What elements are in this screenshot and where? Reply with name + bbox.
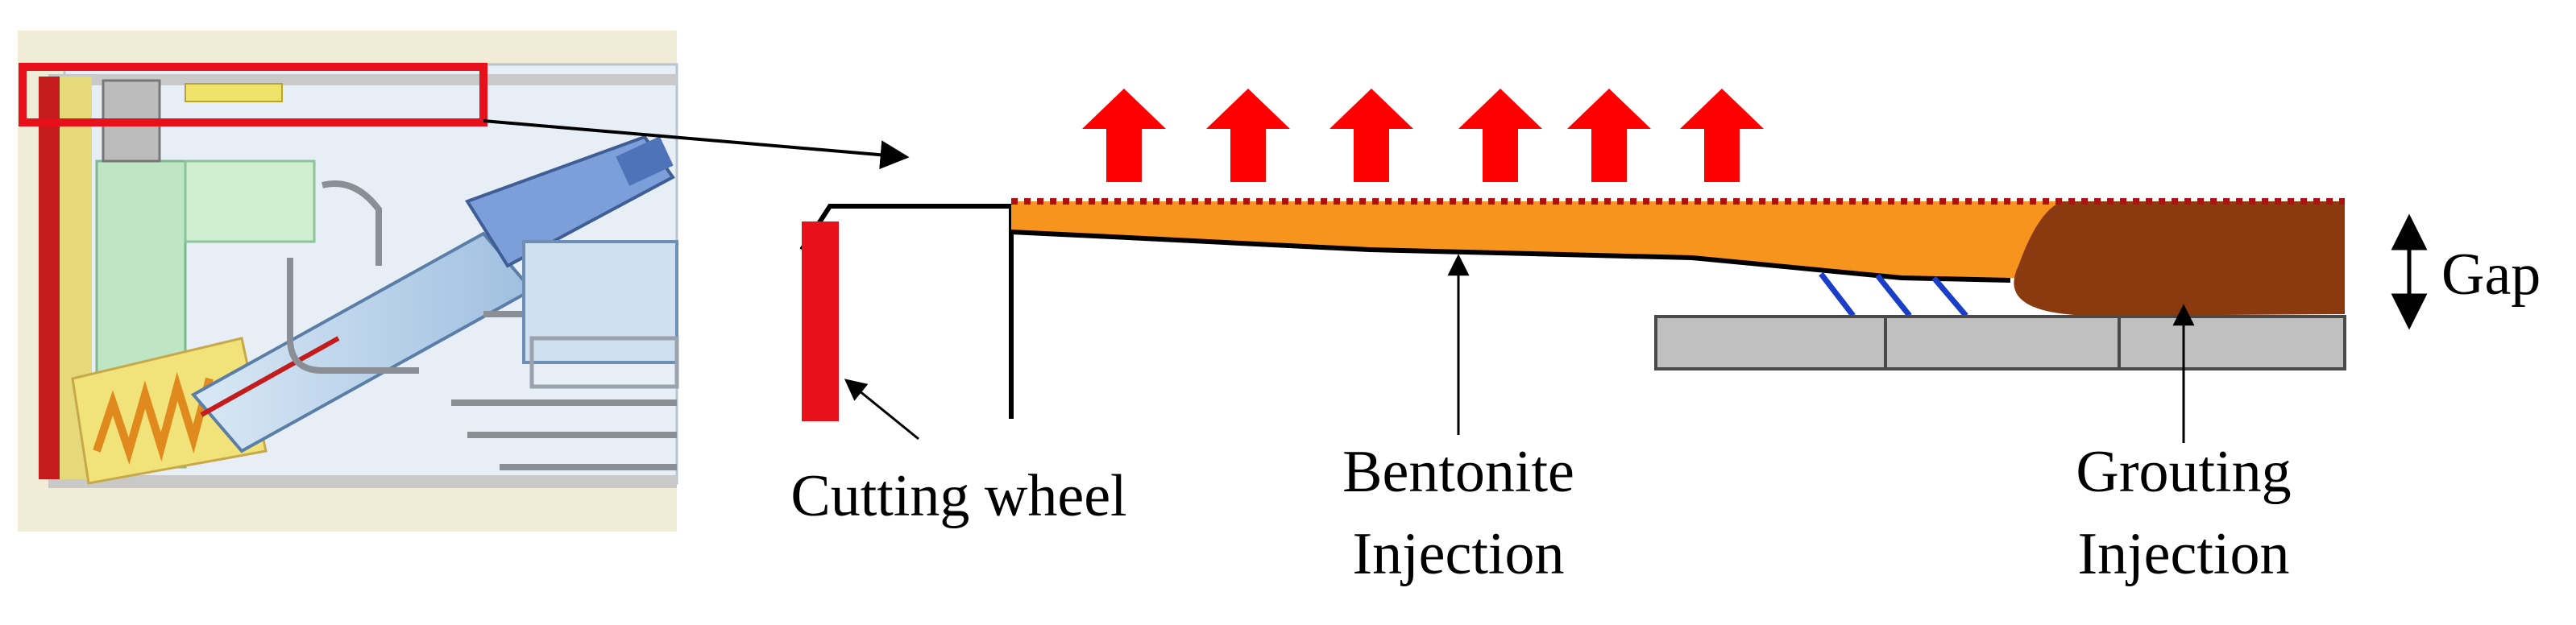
segment (1884, 315, 2121, 370)
cutting-wheel (802, 221, 839, 421)
zoom-pointer-arrow (483, 119, 910, 170)
up-arrow (1458, 89, 1542, 182)
detail-section (799, 198, 2428, 443)
label-bentonite-line2: Injection (1352, 521, 1564, 587)
bulkhead-upper (184, 159, 316, 243)
backup-frame (529, 336, 679, 389)
up-arrow (1329, 89, 1413, 182)
screw-flights (93, 371, 214, 465)
label-cutting-wheel: Cutting wheel (790, 463, 1126, 529)
up-arrow (1680, 89, 1764, 182)
front-cutting-wheel (39, 77, 60, 479)
segment (1654, 315, 1887, 370)
up-arrow (1206, 89, 1290, 182)
tail-skin (1010, 230, 2011, 283)
up-arrow (1082, 89, 1166, 182)
uplift-arrows (1082, 89, 1764, 182)
label-grouting-line2: Injection (2077, 521, 2289, 587)
lining-segments (1654, 315, 2346, 370)
shield-top-skin (48, 74, 677, 85)
grout-layer (2014, 201, 2345, 316)
erector-unit (522, 240, 678, 364)
tbm-illustration (18, 31, 679, 532)
label-gap: Gap (2441, 242, 2541, 308)
brush-seals (1819, 271, 1968, 318)
shield-bottom-skin (48, 475, 677, 488)
label-bentonite-line1: Bentonite (1342, 439, 1574, 505)
segment (2118, 315, 2346, 370)
highlight-box (19, 63, 487, 126)
upper-yellow-beam (185, 83, 283, 102)
up-arrow (1567, 89, 1651, 182)
screw-conveyor-tube (190, 135, 675, 453)
cutting-wheel-pointer (844, 379, 919, 441)
label-grouting-line1: Grouting (2076, 439, 2291, 505)
bentonite-layer (1011, 201, 2345, 278)
